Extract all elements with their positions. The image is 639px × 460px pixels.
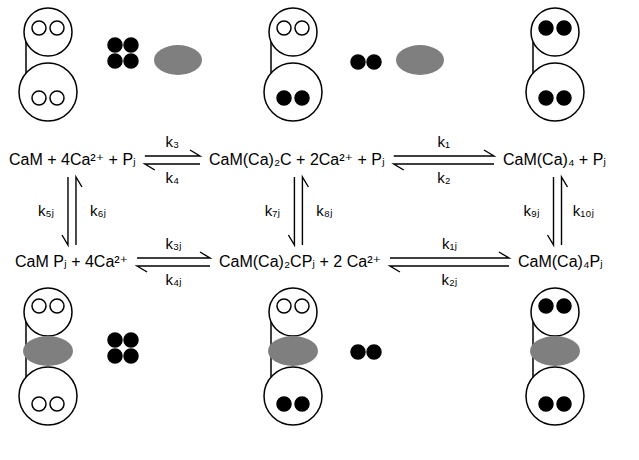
rate-constant: k₃ⱼ xyxy=(163,235,183,253)
filled-site xyxy=(539,397,553,411)
rate-constant: k₁₀ⱼ xyxy=(571,202,596,220)
filled-site xyxy=(539,299,553,313)
species-node: CaM Pⱼ + 4Ca²⁺ xyxy=(11,250,132,274)
rate-constant: k₇ⱼ xyxy=(263,202,282,220)
n-lobe xyxy=(24,288,72,336)
filled-site xyxy=(277,397,291,411)
empty-site xyxy=(50,91,64,105)
calcium-ion xyxy=(108,54,122,68)
c-lobe xyxy=(264,367,322,425)
empty-site xyxy=(277,299,291,313)
calcium-ion xyxy=(108,349,122,363)
species-node: CaM(Ca)₂C + 2Ca²⁺ + Pⱼ xyxy=(205,148,389,172)
rate-constant: k₈ⱼ xyxy=(314,202,334,220)
calcium-ion xyxy=(124,349,138,363)
empty-site xyxy=(50,21,64,35)
rate-constant: k₅ⱼ xyxy=(36,202,56,220)
calmodulin-figure xyxy=(526,8,584,121)
reaction-arrow xyxy=(548,177,554,245)
species-label: CaM(Ca)₄ + Pⱼ xyxy=(503,150,606,170)
filled-site xyxy=(557,299,571,313)
empty-site xyxy=(277,21,291,35)
calcium-ion xyxy=(108,333,122,347)
calcium-ion xyxy=(124,38,138,52)
filled-site xyxy=(557,21,571,35)
empty-site xyxy=(32,299,46,313)
species-label: CaM + 4Ca²⁺ + Pⱼ xyxy=(9,150,136,170)
species-node: CaM + 4Ca²⁺ + Pⱼ xyxy=(5,148,140,172)
calcium-ion xyxy=(367,345,381,359)
peptide xyxy=(268,336,318,366)
species-node: CaM(Ca)₂CPⱼ + 2 Ca²⁺ xyxy=(215,250,385,274)
n-lobe xyxy=(269,8,317,56)
species-node: CaM(Ca)₄ + Pⱼ xyxy=(499,148,610,172)
empty-site xyxy=(295,21,309,35)
peptide xyxy=(396,45,444,75)
n-lobe xyxy=(269,288,317,336)
calcium-ion xyxy=(351,55,365,69)
rate-constant: k₉ⱼ xyxy=(521,202,541,220)
rate-constant: k₄ xyxy=(164,169,182,187)
empty-site xyxy=(50,299,64,313)
empty-site xyxy=(50,397,64,411)
rate-constant: k₄ⱼ xyxy=(163,271,183,289)
peptide xyxy=(530,336,580,366)
calmodulin-figure xyxy=(19,288,77,425)
species-label: CaM(Ca)₂CPⱼ + 2 Ca²⁺ xyxy=(219,252,381,272)
calcium-ion xyxy=(124,54,138,68)
linker xyxy=(270,42,272,73)
calmodulin-figure xyxy=(526,288,584,425)
calcium-ion xyxy=(124,333,138,347)
linker xyxy=(532,42,534,73)
reaction-arrow xyxy=(288,177,294,245)
peptide xyxy=(154,45,202,75)
reaction-arrow xyxy=(62,177,68,245)
calmodulin-figure xyxy=(264,8,322,121)
filled-site xyxy=(295,91,309,105)
species-label: CaM(Ca)₂C + 2Ca²⁺ + Pⱼ xyxy=(209,150,385,170)
calmodulin-figure xyxy=(19,8,77,121)
reaction-arrow xyxy=(76,177,82,245)
empty-site xyxy=(32,91,46,105)
empty-site xyxy=(32,21,46,35)
calmodulin-figure xyxy=(264,288,322,425)
rate-constant: k₆ⱼ xyxy=(88,202,108,220)
rate-constant: k₂ⱼ xyxy=(439,271,459,289)
linker xyxy=(25,42,27,73)
n-lobe xyxy=(24,8,72,56)
n-lobe xyxy=(531,288,579,336)
filled-site xyxy=(277,91,291,105)
n-lobe xyxy=(531,8,579,56)
filled-site xyxy=(539,21,553,35)
c-lobe xyxy=(526,367,584,425)
species-label: CaM(Ca)₄Pⱼ xyxy=(518,252,603,272)
filled-site xyxy=(557,91,571,105)
reaction-arrow xyxy=(302,177,308,245)
c-lobe xyxy=(19,63,77,121)
species-label: CaM Pⱼ + 4Ca²⁺ xyxy=(15,252,128,272)
c-lobe xyxy=(526,63,584,121)
filled-site xyxy=(295,397,309,411)
rate-constant: k₂ xyxy=(435,169,452,187)
calcium-ion xyxy=(351,345,365,359)
rate-constant: k₁ xyxy=(436,133,453,151)
empty-site xyxy=(295,299,309,313)
calcium-ion xyxy=(108,38,122,52)
reaction-arrow xyxy=(562,177,568,245)
peptide xyxy=(23,336,73,366)
filled-site xyxy=(557,397,571,411)
c-lobe xyxy=(264,63,322,121)
filled-site xyxy=(539,91,553,105)
rate-constant: k₃ xyxy=(164,133,182,151)
species-node: CaM(Ca)₄Pⱼ xyxy=(514,250,607,274)
empty-site xyxy=(32,397,46,411)
calcium-ion xyxy=(367,55,381,69)
rate-constant: k₁ⱼ xyxy=(440,235,459,253)
c-lobe xyxy=(19,367,77,425)
